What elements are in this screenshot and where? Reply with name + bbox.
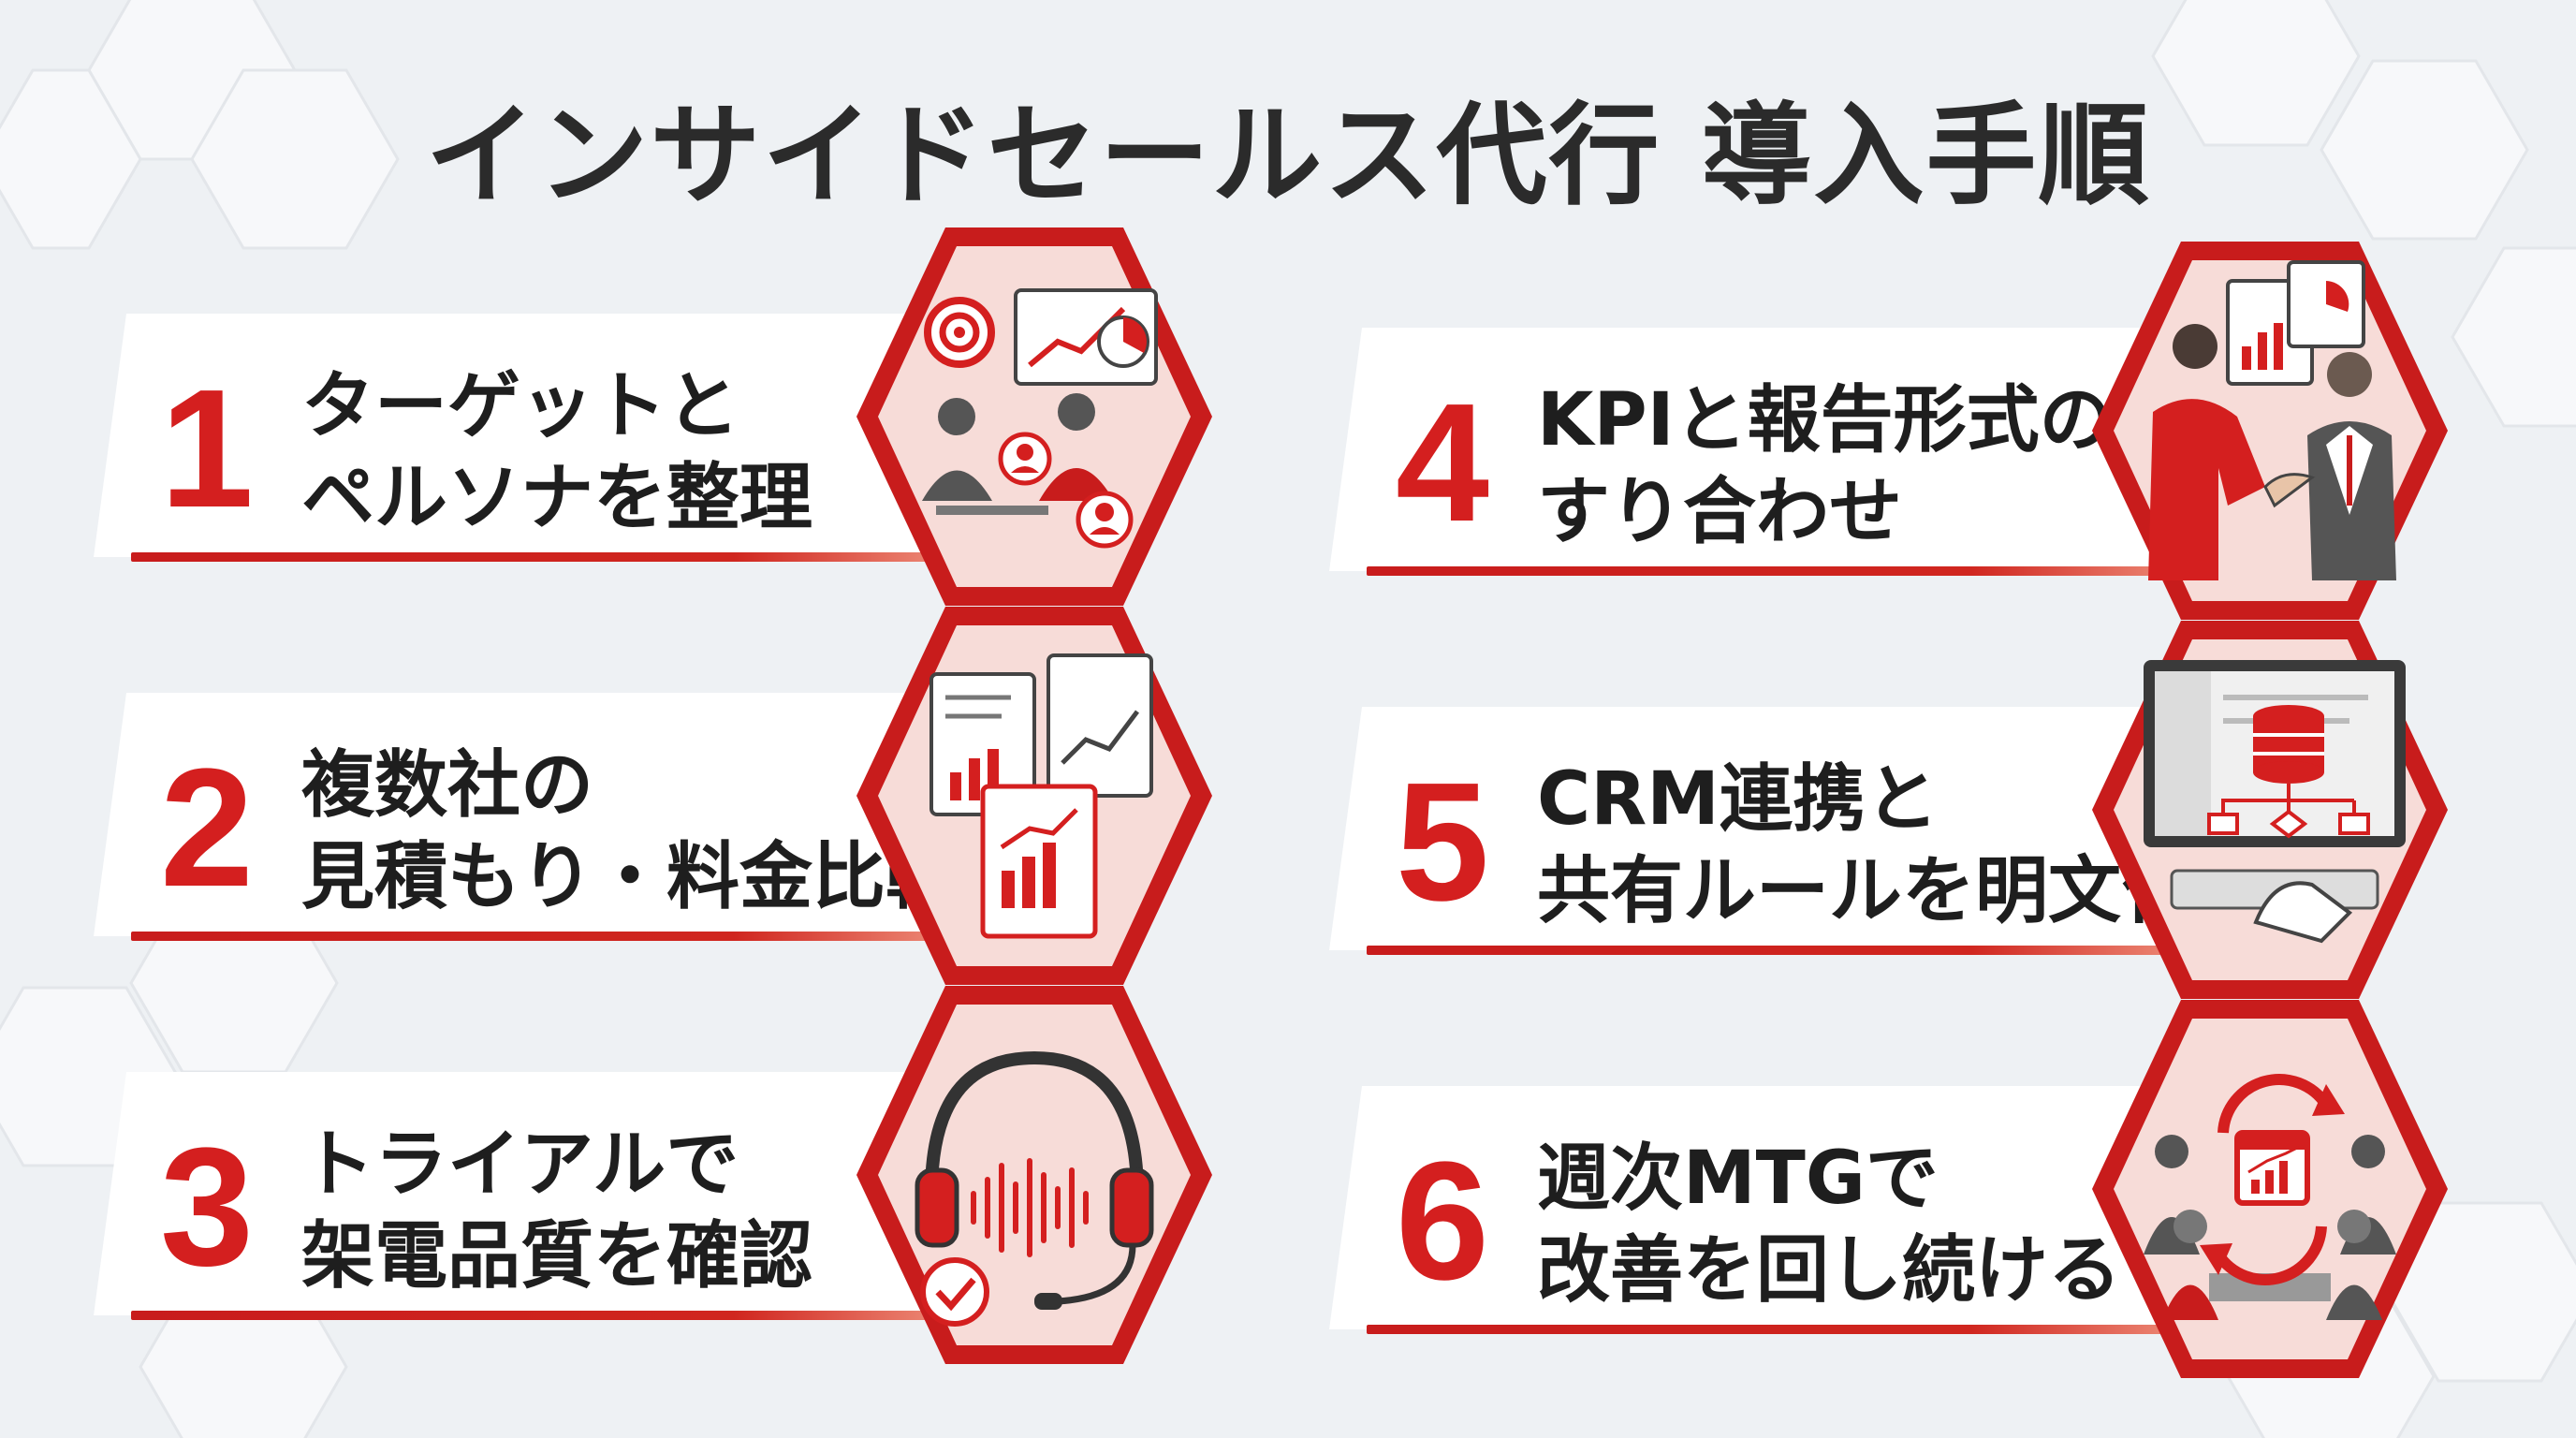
step-label-line-2: 見積もり・料金比較: [301, 835, 959, 919]
step-label-line-1: KPIと報告形式の: [1537, 378, 2113, 462]
step-label-line-1: 週次MTGで: [1537, 1137, 1939, 1221]
handshake-icon: [2092, 242, 2448, 620]
step-label-line-2: すり合わせ: [1537, 470, 1903, 554]
step-card-5: 5 CRM連携と 共有ルールを明文化: [1292, 613, 2452, 1006]
step-label: KPIと報告形式の すり合わせ: [1537, 374, 2211, 558]
weekly-meeting-icon: [2092, 1000, 2448, 1378]
step-label-line-2: 架電品質を確認: [301, 1214, 813, 1299]
step-label-line-1: CRM連携と: [1537, 757, 1939, 842]
step-card-6: 6 週次MTGで 改善を回し続ける: [1292, 992, 2452, 1386]
step-underline: [1367, 566, 2228, 576]
step-label-line-2: ペルソナを整理: [301, 456, 813, 540]
step-underline: [131, 552, 992, 562]
step-label-line-1: ターゲットと: [301, 364, 740, 448]
step-underline: [1367, 946, 2228, 955]
step-label-line-1: 複数社の: [301, 743, 594, 828]
step-number: 5: [1395, 748, 1490, 936]
step-underline: [1367, 1325, 2228, 1334]
step-number: 6: [1395, 1127, 1490, 1315]
step-label-line-2: 共有ルールを明文化: [1537, 849, 2195, 933]
step-card-2: 2 複数社の 見積もり・料金比較: [56, 599, 1217, 992]
step-label: 複数社の 見積もり・料金比較: [301, 740, 975, 923]
step-card-4: 4 KPIと報告形式の すり合わせ: [1292, 234, 2452, 627]
step-number: 4: [1395, 369, 1490, 557]
step-label: ターゲットと ペルソナを整理: [301, 360, 975, 544]
step-card-3: 3 トライアルで 架電品質を確認: [56, 978, 1217, 1372]
step-underline: [131, 1311, 992, 1320]
quote-comparison-icon: [856, 607, 1212, 985]
step-label: CRM連携と 共有ルールを明文化: [1537, 754, 2211, 937]
step-number: 2: [159, 734, 255, 922]
strategy-meeting-icon: [856, 227, 1212, 606]
crm-database-icon: [2092, 621, 2448, 999]
step-number: 1: [159, 355, 255, 543]
step-underline: [131, 932, 992, 941]
headset-check-icon: [856, 986, 1212, 1364]
step-label-line-2: 改善を回し続ける: [1537, 1228, 2122, 1313]
step-label: トライアルで 架電品質を確認: [301, 1119, 975, 1302]
step-card-1: 1 ターゲットと ペルソナを整理: [56, 220, 1217, 613]
step-label-line-1: トライアルで: [301, 1123, 739, 1207]
page-title: インサイドセールス代行 導入手順: [425, 91, 2151, 220]
step-label: 週次MTGで 改善を回し続ける: [1537, 1133, 2211, 1316]
step-number: 3: [159, 1113, 255, 1301]
